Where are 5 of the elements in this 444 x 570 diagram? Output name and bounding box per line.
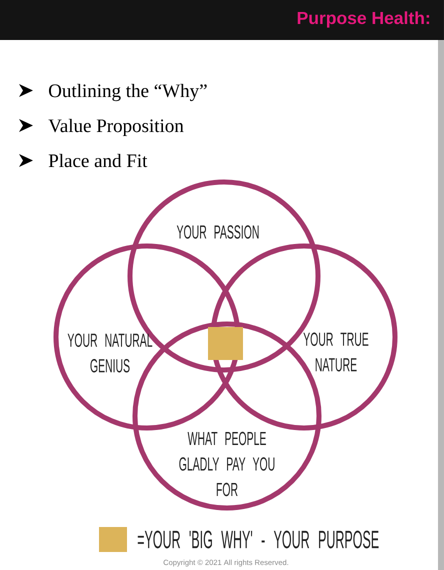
bullet-text: Value Proposition — [48, 118, 184, 136]
legend-text: =YOUR 'BIG WHY' - YOUR PURPOSE — [138, 530, 379, 548]
bullet-text: Place and Fit — [48, 154, 148, 168]
header-bar: Purpose Health: — [0, 0, 444, 40]
bullet-text: Outlining the “Why” — [48, 84, 207, 102]
